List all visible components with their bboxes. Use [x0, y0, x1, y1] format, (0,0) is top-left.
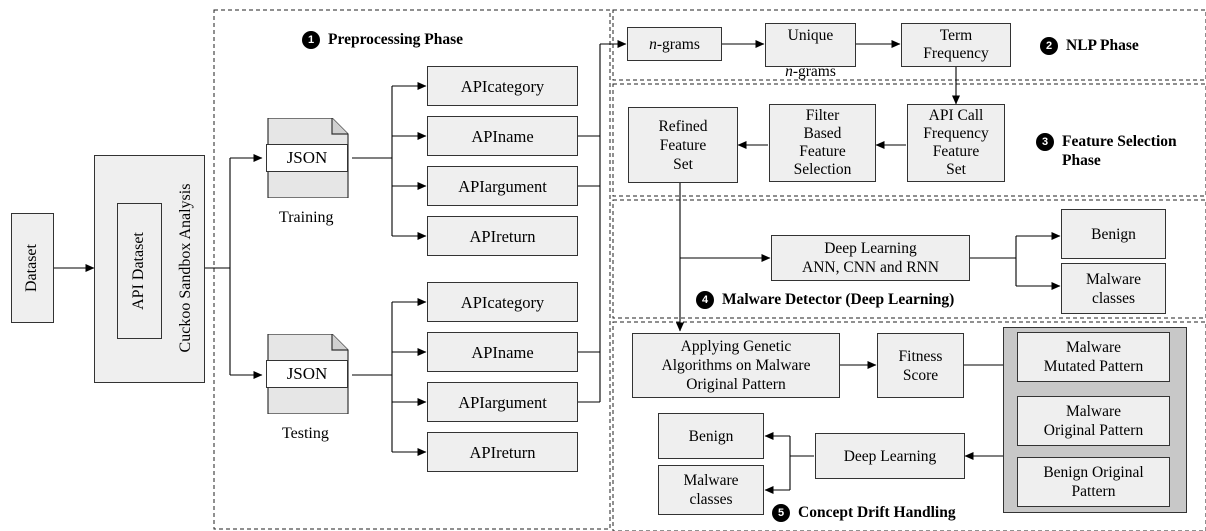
malware-original-pattern-box: Malware Original Pattern	[1017, 396, 1170, 446]
phase1-badge: 1	[302, 31, 320, 49]
phase5-badge: 5	[772, 504, 790, 522]
drift-malware-classes-box: Malware classes	[658, 465, 764, 515]
dataset-box	[11, 213, 54, 323]
unique-italic-n: n	[785, 63, 793, 80]
phase-regions	[213, 9, 1206, 531]
detector-benign-box: Benign	[1061, 209, 1166, 259]
region-nlp	[612, 9, 1206, 81]
phase1-title: 1 Preprocessing Phase	[302, 30, 463, 49]
detector-malware-classes-box: Malware classes	[1061, 263, 1166, 314]
training-json-file: JSON	[262, 117, 352, 199]
phase2-badge: 2	[1040, 37, 1058, 55]
train-apiname-box: APIname	[427, 116, 578, 156]
region-feature-selection	[612, 83, 1206, 197]
phase4-badge: 4	[696, 291, 714, 309]
phase4-label: Malware Detector (Deep Learning)	[722, 291, 955, 308]
api-dataset-label: API Dataset	[130, 232, 147, 310]
unique-label: Unique	[787, 27, 834, 44]
phase3-label: Feature Selection Phase	[1062, 133, 1177, 169]
test-apicategory-box: APIcategory	[427, 282, 578, 322]
train-apireturn-box: APIreturn	[427, 216, 578, 256]
region-detector	[612, 199, 1206, 319]
cuckoo-sandbox-label: Cuckoo Sandbox Analysis	[177, 183, 194, 353]
drift-deep-learning-box: Deep Learning	[815, 433, 965, 479]
api-call-frequency-box: API Call Frequency Feature Set	[907, 104, 1005, 182]
training-caption: Training	[279, 209, 334, 226]
phase3-title: 3 Feature Selection Phase	[1036, 132, 1177, 170]
test-apiargument-box: APIargument	[427, 382, 578, 422]
phase4-title: 4 Malware Detector (Deep Learning)	[696, 290, 954, 309]
test-apiname-box: APIname	[427, 332, 578, 372]
region-preprocessing	[213, 9, 611, 530]
train-apicategory-box: APIcategory	[427, 66, 578, 106]
malware-mutated-pattern-box: Malware Mutated Pattern	[1017, 332, 1170, 382]
phase5-title: 5 Concept Drift Handling	[772, 503, 956, 522]
testing-json-label: JSON	[266, 360, 348, 388]
phase3-badge: 3	[1036, 133, 1054, 151]
train-apiargument-box: APIargument	[427, 166, 578, 206]
filter-feature-selection-box: Filter Based Feature Selection	[769, 104, 876, 182]
term-frequency-box: Term Frequency	[901, 23, 1011, 67]
testing-json-file: JSON	[262, 333, 352, 415]
benign-original-pattern-box: Benign Original Pattern	[1017, 457, 1170, 507]
ngrams-italic-n: n	[649, 35, 657, 53]
phase5-label: Concept Drift Handling	[798, 504, 956, 521]
api-dataset-box	[117, 203, 162, 339]
fitness-score-box: Fitness Score	[877, 333, 964, 398]
genetic-algorithms-box: Applying Genetic Algorithms on Malware O…	[632, 333, 840, 398]
drift-benign-box: Benign	[658, 413, 764, 459]
refined-feature-set-box: Refined Feature Set	[628, 107, 738, 183]
phase1-label: Preprocessing Phase	[328, 31, 464, 48]
dataset-label: Dataset	[23, 244, 40, 292]
ngrams-box: n-grams	[627, 27, 722, 61]
phase2-label: NLP Phase	[1066, 37, 1139, 54]
training-json-label: JSON	[266, 144, 348, 172]
phase2-title: 2 NLP Phase	[1040, 36, 1139, 55]
unique-ngrams-label: -grams	[792, 63, 836, 80]
unique-ngrams-box: Unique n-grams	[765, 23, 856, 80]
detector-deep-learning-box: Deep Learning ANN, CNN and RNN	[771, 235, 970, 281]
ngrams-label: -grams	[656, 35, 700, 53]
test-apireturn-box: APIreturn	[427, 432, 578, 472]
testing-caption: Testing	[282, 425, 329, 442]
region-concept-drift	[612, 321, 1206, 531]
